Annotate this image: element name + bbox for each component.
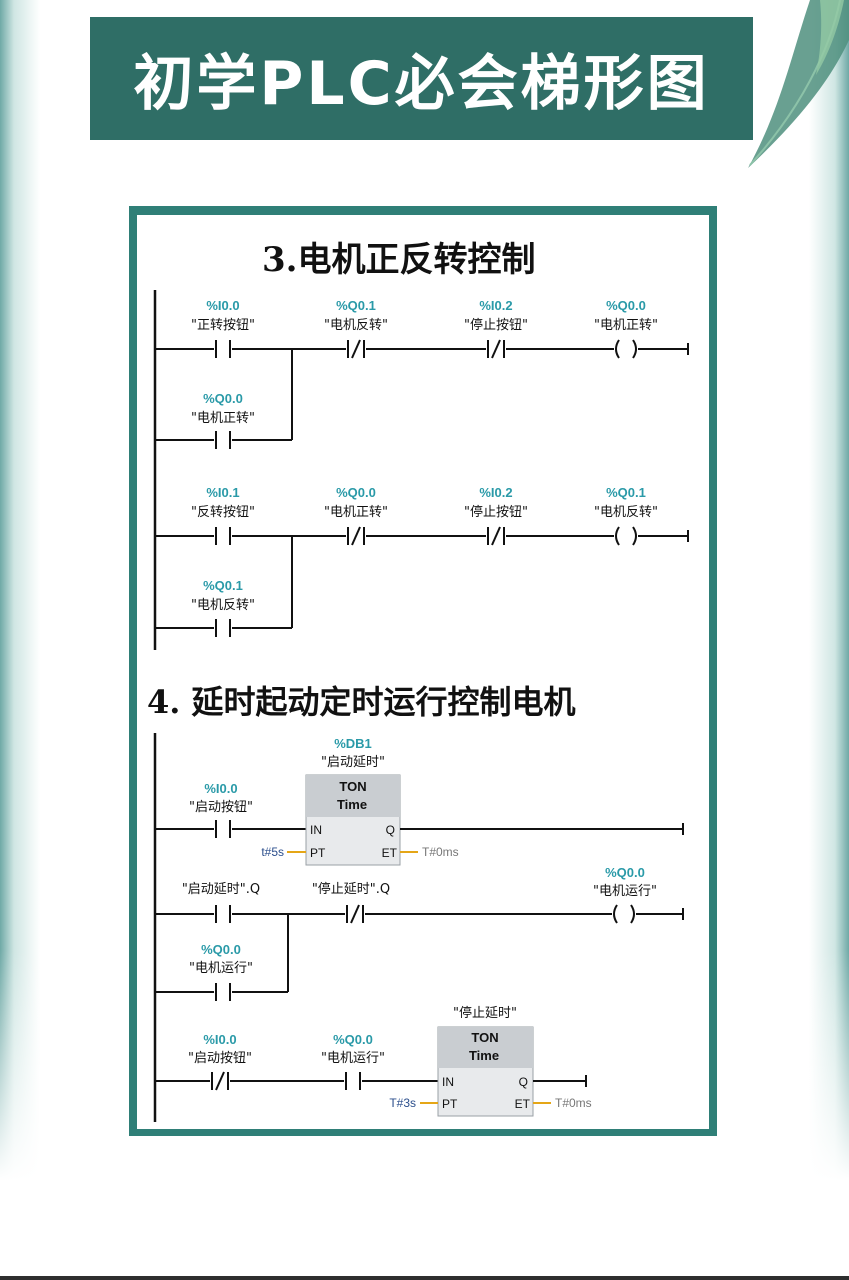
timer-block-header: [438, 1027, 533, 1068]
contact-label: "启动按钮": [188, 1051, 252, 1066]
contact-address: %I0.0: [204, 781, 237, 796]
coil-label: "电机反转": [594, 505, 658, 520]
timer-pin-pt: PT: [310, 846, 326, 860]
timer-db-address: %DB1: [334, 736, 372, 751]
diagram-card: [129, 206, 717, 1136]
d4-rung1: %I0.0 "启动按钮" %DB1 "启动延时" TON Time IN PT …: [155, 736, 684, 866]
contact-label: "启动延时".Q: [182, 882, 260, 897]
timer-pin-q: Q: [386, 823, 395, 837]
timer-pin-q: Q: [519, 1075, 528, 1089]
bottom-bar: [0, 1276, 849, 1280]
timer-name: "停止延时": [453, 1005, 517, 1021]
d3-rung2: %I0.1 "反转按钮" %Q0.0 "电机正转" %I0.2 "停止按钮" %…: [155, 485, 689, 637]
timer-block-header: [306, 775, 400, 817]
contact-address: %I0.0: [203, 1032, 236, 1047]
timer-pt-value: t#5s: [261, 845, 284, 859]
timer-pin-pt: PT: [442, 1097, 458, 1111]
contact-address: %Q0.0: [336, 485, 376, 500]
timer-type: TON: [471, 1030, 498, 1045]
contact-label: "启动按钮": [189, 800, 253, 815]
contact-label: "电机正转": [191, 411, 255, 426]
leaf-decoration: [748, 0, 849, 168]
timer-type: TON: [339, 779, 366, 794]
page-title: 初学PLC必会梯形图: [133, 49, 710, 119]
contact-address: %I0.2: [479, 485, 512, 500]
coil-label: "电机正转": [594, 318, 658, 333]
timer-et-value: T#0ms: [422, 845, 459, 859]
coil-address: %Q0.1: [606, 485, 646, 500]
contact-address: %I0.2: [479, 298, 512, 313]
contact-label: "电机运行": [321, 1051, 385, 1066]
contact-label: "停止延时".Q: [312, 881, 390, 897]
diagram3: %I0.0 "正转按钮" %Q0.1 "电机反转" %I0.2 "停止按钮" %…: [153, 290, 689, 650]
contact-address: %I0.0: [206, 298, 239, 313]
section-title-delayed-start: 4. 延时起动定时运行控制电机: [147, 683, 576, 721]
d3-rung1: %I0.0 "正转按钮" %Q0.1 "电机反转" %I0.2 "停止按钮" %…: [155, 298, 689, 449]
coil-symbol: [632, 339, 637, 359]
contact-address: %Q0.0: [203, 391, 243, 406]
d4-rung3: %I0.0 "启动按钮" %Q0.0 "电机运行" "停止延时" TON Tim…: [155, 1005, 592, 1117]
contact-label: "反转按钮": [191, 505, 255, 520]
contact-label: "电机运行": [189, 961, 253, 976]
contact-address: %Q0.0: [333, 1032, 373, 1047]
nc-contact-slash: [351, 339, 361, 359]
timer-subtype: Time: [469, 1048, 499, 1063]
contact-label: "电机反转": [324, 318, 388, 333]
contact-label: "正转按钮": [191, 318, 255, 333]
timer-name: "启动延时": [321, 755, 385, 770]
contact-label: "电机正转": [324, 505, 388, 520]
d4-rung2: "启动延时".Q "停止延时".Q %Q0.0 "电机运行" %Q0.0 "电机…: [155, 865, 684, 1001]
coil-address: %Q0.0: [605, 865, 645, 880]
timer-pin-et: ET: [515, 1097, 531, 1111]
contact-address: %Q0.0: [201, 942, 241, 957]
timer-pin-et: ET: [382, 846, 398, 860]
timer-pin-in: IN: [442, 1075, 454, 1089]
coil-symbol: [615, 339, 620, 359]
diagram4: %I0.0 "启动按钮" %DB1 "启动延时" TON Time IN PT …: [153, 733, 684, 1122]
section-title-motor-reversing: 3.电机正反转控制: [262, 240, 536, 280]
timer-et-value: T#0ms: [555, 1096, 592, 1110]
diagram-card-inner: [137, 215, 709, 1129]
contact-address: %Q0.1: [336, 298, 376, 313]
coil-label: "电机运行": [593, 884, 657, 899]
contact-label: "停止按钮": [464, 504, 528, 520]
coil-address: %Q0.0: [606, 298, 646, 313]
timer-pin-in: IN: [310, 823, 322, 837]
title-banner: 初学PLC必会梯形图: [90, 17, 753, 140]
timer-pt-value: T#3s: [389, 1096, 416, 1110]
contact-address: %Q0.1: [203, 578, 243, 593]
contact-label: "停止按钮": [464, 317, 528, 333]
timer-subtype: Time: [337, 797, 367, 812]
contact-label: "电机反转": [191, 598, 255, 613]
contact-address: %I0.1: [206, 485, 239, 500]
